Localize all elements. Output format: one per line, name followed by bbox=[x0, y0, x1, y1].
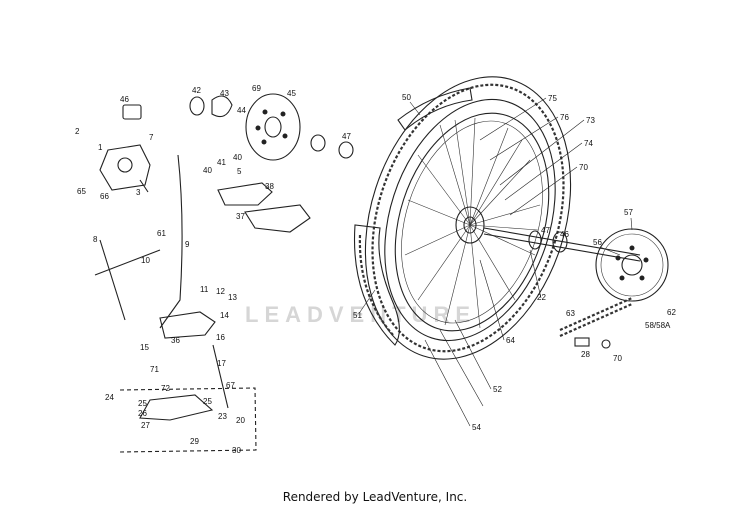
callout-71: 73 bbox=[586, 116, 595, 125]
callout-58: 63 bbox=[566, 309, 575, 318]
callout-29: 29 bbox=[190, 437, 199, 446]
leader-lines bbox=[359, 97, 633, 427]
callout-28: 28 bbox=[581, 350, 590, 359]
callout-1: 1 bbox=[98, 143, 103, 152]
callout-67: 70 bbox=[579, 163, 588, 172]
rear-wheel-assembly bbox=[353, 76, 641, 360]
callout-62: 65 bbox=[77, 187, 86, 196]
callout-46: 50 bbox=[402, 93, 411, 102]
callout-17: 17 bbox=[217, 359, 226, 368]
callout-25-b: 25 bbox=[203, 397, 212, 406]
callout-73: 75 bbox=[548, 94, 557, 103]
callout-69: 71 bbox=[150, 365, 159, 374]
caliper-assembly bbox=[99, 104, 151, 193]
callout-45-axle: 47 bbox=[541, 226, 550, 235]
callout-10: 10 bbox=[141, 256, 150, 265]
callout-8: 8 bbox=[93, 235, 98, 244]
callout-44: 46 bbox=[560, 230, 569, 239]
callout-9: 9 bbox=[185, 240, 190, 249]
callout-70: 72 bbox=[161, 384, 170, 393]
bearing bbox=[189, 96, 205, 116]
callout-23: 22 bbox=[537, 293, 546, 302]
callout-47: 51 bbox=[353, 311, 362, 320]
callout-3: 3 bbox=[136, 188, 141, 197]
callout-30: 30 bbox=[232, 446, 241, 455]
callout-24: 24 bbox=[105, 393, 114, 402]
callout-43: 45 bbox=[287, 89, 296, 98]
callout-11: 11 bbox=[200, 285, 209, 294]
callout-50: 52 bbox=[493, 385, 502, 394]
callout-45-hub: 47 bbox=[342, 132, 351, 141]
callout-66: 70 bbox=[613, 354, 622, 363]
callout-64: 67 bbox=[226, 381, 235, 390]
watermark: LEADVENTURE bbox=[245, 302, 476, 327]
callout-34: 37 bbox=[236, 212, 245, 221]
callout-2: 2 bbox=[75, 127, 80, 136]
callout-36-b: 40 bbox=[203, 166, 212, 175]
callout-4: 7 bbox=[149, 133, 154, 142]
callout-15: 15 bbox=[140, 343, 149, 352]
callout-56: 58/58A bbox=[645, 321, 671, 330]
callout-26: 26 bbox=[138, 409, 147, 418]
callout-74: 76 bbox=[560, 113, 569, 122]
callout-16: 16 bbox=[216, 333, 225, 342]
callout-54: 56 bbox=[593, 238, 602, 247]
callout-12: 12 bbox=[216, 287, 225, 296]
callout-37: 41 bbox=[217, 158, 226, 167]
carrier-bracket bbox=[217, 182, 311, 233]
callout-35: 38 bbox=[265, 182, 274, 191]
callout-36-a: 40 bbox=[233, 153, 242, 162]
brake-linkage bbox=[94, 154, 257, 453]
callout-31: 36 bbox=[171, 336, 180, 345]
callout-14: 14 bbox=[220, 311, 229, 320]
callout-61: 64 bbox=[506, 336, 515, 345]
callout-52: 61 bbox=[157, 229, 166, 238]
callout-63: 66 bbox=[100, 192, 109, 201]
callout-38: 42 bbox=[192, 86, 201, 95]
callout-5: 5 bbox=[237, 167, 242, 176]
callout-27: 27 bbox=[141, 421, 150, 430]
callout-20: 20 bbox=[236, 416, 245, 425]
callout-13: 13 bbox=[228, 293, 237, 302]
brake-disc bbox=[245, 93, 301, 161]
sprocket-and-chain bbox=[559, 228, 669, 349]
callout-25-a: 25 bbox=[138, 399, 147, 408]
callout-57: 62 bbox=[667, 308, 676, 317]
callout-51: 54 bbox=[472, 423, 481, 432]
callout-labels: 2 1 7 46 3 65 66 42 43 44 69 45 47 41 40… bbox=[75, 84, 676, 455]
callout-65: 69 bbox=[252, 84, 261, 93]
callout-42: 46 bbox=[120, 95, 129, 104]
callout-55: 57 bbox=[624, 208, 633, 217]
footer-credit: Rendered by LeadVenture, Inc. bbox=[282, 490, 468, 504]
callout-40: 43 bbox=[220, 89, 229, 98]
callout-41: 44 bbox=[237, 106, 246, 115]
callout-72: 74 bbox=[584, 139, 593, 148]
callout-22: 23 bbox=[218, 412, 227, 421]
